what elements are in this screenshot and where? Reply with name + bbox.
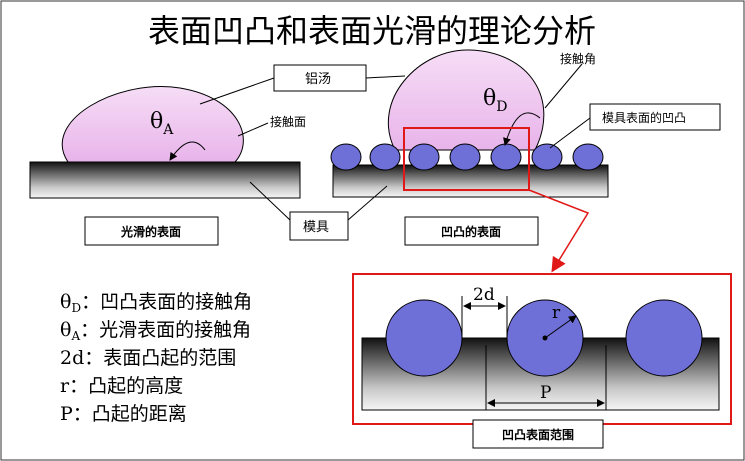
bump xyxy=(572,143,604,171)
rough-surface-caption: 凹凸的表面 xyxy=(441,224,501,239)
lvtang-leader-left xyxy=(199,77,275,105)
legend: θD：凹凸表面的接触角 θA：光滑表面的接触角 2d：表面凸起的范围 r：凸起的… xyxy=(60,291,252,425)
theta-a-label: θA xyxy=(150,109,174,138)
theta-d-label: θD xyxy=(483,86,507,115)
zoom-bump xyxy=(625,299,703,377)
lvtang-leader-right xyxy=(365,75,406,79)
mold-label-box xyxy=(289,211,349,241)
rough-surface-caption-box xyxy=(404,216,539,246)
radius-line xyxy=(544,315,577,339)
legend-item: θA：光滑表面的接触角 xyxy=(60,319,251,343)
smooth-surface-caption-box xyxy=(84,216,219,246)
highlight-region xyxy=(403,127,530,191)
aluminum-droplet-right xyxy=(388,49,545,151)
smooth-surface-diagram: θA xyxy=(29,86,301,199)
zoom-detail xyxy=(361,296,720,411)
bump xyxy=(490,143,522,171)
lvtang-label: 铝汤 xyxy=(305,72,331,87)
bump xyxy=(408,143,440,171)
contact-face-label: 接触面 xyxy=(270,114,306,129)
mold-block-left xyxy=(29,161,301,199)
mold-label: 模具 xyxy=(303,220,329,235)
mold-block-right xyxy=(332,164,609,198)
mold-leader-left xyxy=(249,181,291,221)
contact-angle-arc-right xyxy=(503,112,541,146)
bump xyxy=(330,143,362,171)
legend-item: θD：凹凸表面的接触角 xyxy=(60,291,252,315)
mold-roughness-box xyxy=(589,103,721,131)
contact-face-leader xyxy=(237,122,269,137)
zoom-arrow xyxy=(528,189,590,273)
mold-leader-right xyxy=(347,185,388,221)
mold-roughness-label: 模具表面的凹凸 xyxy=(602,110,686,125)
two-d-label: 2d xyxy=(473,285,495,305)
contact-angle-leader xyxy=(544,63,583,109)
zoom-bump xyxy=(385,299,463,377)
bump xyxy=(369,143,401,171)
lvtang-label-box xyxy=(273,64,367,92)
contact-angle-label: 接触角 xyxy=(560,51,596,66)
rough-surface-diagram: θD xyxy=(330,49,609,198)
legend-item: 2d：表面凸起的范围 xyxy=(60,347,236,369)
legend-item: P：凸起的距离 xyxy=(60,403,187,425)
bump xyxy=(531,143,563,171)
smooth-surface-caption: 光滑的表面 xyxy=(120,224,181,239)
mold-roughness-leader xyxy=(549,117,591,149)
contact-angle-arc-left xyxy=(169,141,206,161)
range-caption-box xyxy=(472,419,604,449)
range-caption: 凹凸表面范围 xyxy=(502,427,574,442)
legend-item: r：凸起的高度 xyxy=(60,375,183,397)
bump xyxy=(449,143,481,171)
pitch-label: P xyxy=(540,383,551,403)
radius-label: r xyxy=(552,303,561,323)
mold-bumps xyxy=(330,143,604,171)
page-title: 表面凹凸和表面光滑的理论分析 xyxy=(148,12,596,50)
